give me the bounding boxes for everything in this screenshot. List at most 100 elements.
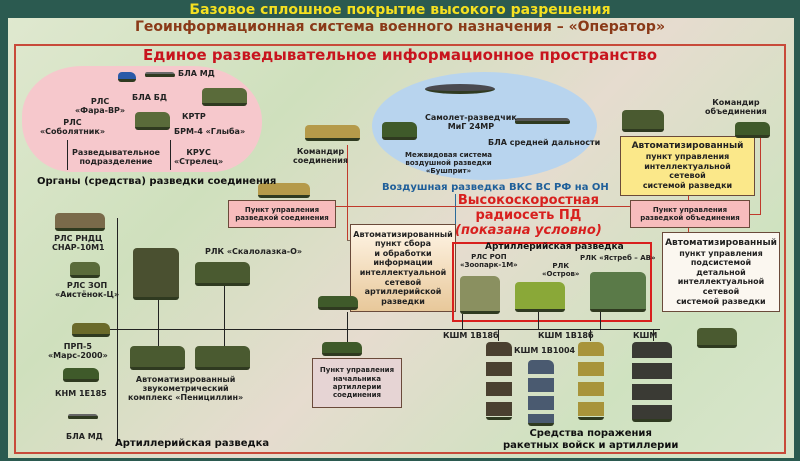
label-line: Самолет-разведчик bbox=[425, 113, 517, 122]
aircraft-mig-icon bbox=[425, 84, 495, 94]
box-line: разведкой соединения bbox=[235, 214, 329, 222]
drone-bla-md-icon bbox=[145, 72, 175, 77]
vehicle-aist bbox=[70, 262, 100, 278]
top-title: Базовое сплошное покрытие высокого разре… bbox=[189, 2, 611, 18]
label-ostrov: РЛК«Остров» bbox=[542, 262, 579, 278]
label-line: воздушной разведки bbox=[405, 159, 492, 168]
link-line bbox=[688, 228, 689, 232]
label-line: РЛС РНДЦ bbox=[54, 234, 103, 243]
box-line: и обработки bbox=[374, 248, 432, 258]
cloud-caption: Органы (средства) разведки соединения bbox=[37, 176, 277, 187]
box-line: Пункт управления bbox=[319, 366, 395, 375]
link-line bbox=[347, 312, 348, 342]
label-line: комплекс «Пенициллин» bbox=[128, 393, 244, 403]
radar-zoopark bbox=[460, 276, 500, 314]
label-line: «Аистёнок-Ц» bbox=[55, 290, 120, 300]
link-line bbox=[760, 138, 761, 214]
vehicle-penicillin-mast bbox=[133, 248, 179, 300]
box-line: интеллектуальной bbox=[677, 277, 765, 287]
label-line: ракетных войск и артиллерии bbox=[503, 439, 679, 451]
label-line: соединения bbox=[293, 156, 348, 166]
label-line: Высокоскоростная bbox=[457, 193, 599, 208]
guns-column-1 bbox=[486, 342, 512, 420]
label-ksm-b: КШМ 1В18б bbox=[538, 331, 594, 340]
box-line: разведкой объединения bbox=[640, 214, 740, 222]
label-krtr: КРТР bbox=[182, 112, 206, 121]
label-line: «Остров» bbox=[542, 270, 580, 279]
box-line: Пункт управления bbox=[652, 205, 728, 214]
link-line bbox=[688, 196, 689, 200]
label-fara: РЛС«Фара-ВР» bbox=[75, 97, 125, 115]
label-zoopark: РЛС РОП«Зоопарк-1М» bbox=[460, 253, 518, 269]
link-line bbox=[224, 286, 225, 346]
left-caption: Артиллерийская разведка bbox=[115, 438, 270, 449]
box-line: Автоматизированный bbox=[631, 141, 744, 152]
mlrs-column bbox=[632, 342, 672, 422]
label-sobol: РЛС«Соболятник» bbox=[40, 118, 105, 136]
box-line: соединения bbox=[332, 391, 382, 400]
label-line: подразделение bbox=[79, 157, 153, 167]
label-line: Командир bbox=[712, 98, 760, 107]
link-line bbox=[455, 194, 456, 242]
label-line: РЛК bbox=[552, 262, 570, 270]
label-line: Разведывательное bbox=[72, 148, 160, 157]
label-line: Межвидовая система bbox=[405, 151, 493, 159]
box-line: системой разведки bbox=[642, 180, 733, 190]
label-line: звукометрический bbox=[142, 384, 229, 394]
label-bla-md: БЛА МД bbox=[178, 69, 215, 78]
divider-line bbox=[170, 140, 171, 170]
label-line: радиосеть ПД bbox=[475, 207, 582, 223]
label-knm: КНМ 1Е185 bbox=[55, 389, 107, 398]
vehicle-apu-detail bbox=[697, 328, 737, 348]
label-line: МиГ 24МР bbox=[447, 122, 495, 132]
space-title: Единое разведывательное информационное п… bbox=[142, 46, 657, 64]
label-krus: КРУС«Стрелец» bbox=[174, 148, 223, 166]
link-line bbox=[653, 329, 654, 341]
label-line: «Марс-2000» bbox=[48, 351, 108, 361]
vehicle-snar bbox=[55, 213, 105, 231]
label-line: ПРП-5 bbox=[63, 342, 92, 351]
vehicle-commander-formation bbox=[305, 125, 360, 141]
box-line: Автоматизированный bbox=[665, 237, 777, 248]
label-ksm-a: КШМ 1В18б bbox=[443, 331, 499, 340]
link-line bbox=[750, 214, 761, 215]
box-line: интеллектуальной bbox=[644, 161, 731, 171]
vehicle-brm bbox=[135, 112, 170, 130]
link-line bbox=[462, 314, 463, 330]
vehicle-pu-formation bbox=[258, 183, 310, 198]
label-line: РЛС bbox=[63, 118, 82, 127]
link-line bbox=[538, 312, 539, 330]
label-line: РЛС bbox=[90, 97, 110, 106]
radio-network-line bbox=[336, 206, 630, 207]
drone-bla-bd-icon bbox=[118, 72, 136, 82]
label-line: Автоматизированный bbox=[135, 375, 236, 384]
artillery-bus-line bbox=[110, 329, 660, 330]
label-aist: РЛС ЗОП«Аистёнок-Ц» bbox=[55, 281, 119, 299]
guns-column-2 bbox=[528, 360, 554, 426]
link-line bbox=[498, 329, 499, 341]
box-line: Автоматизированный bbox=[353, 229, 453, 239]
box-line: интеллектуальной bbox=[359, 268, 447, 277]
vehicle-skalolazka bbox=[195, 262, 250, 286]
label-skalolazka: РЛК «Скалолазка-О» bbox=[205, 247, 303, 256]
label-line: «Соболятник» bbox=[40, 127, 105, 137]
system-title: Геоинформационная система военного назна… bbox=[134, 19, 665, 35]
link-line bbox=[590, 329, 591, 341]
vehicle-commander-army bbox=[735, 122, 770, 138]
label-yastreb: РЛК «Ястреб – АВ» bbox=[580, 254, 656, 262]
intel-space-frame bbox=[14, 44, 786, 454]
box-line: сетевой bbox=[669, 171, 706, 181]
box-line: детальной bbox=[696, 267, 746, 277]
label-brm: БРМ-4 «Глыба» bbox=[174, 127, 246, 136]
label-ksm-c: КШМ 1В1004 bbox=[514, 346, 576, 355]
